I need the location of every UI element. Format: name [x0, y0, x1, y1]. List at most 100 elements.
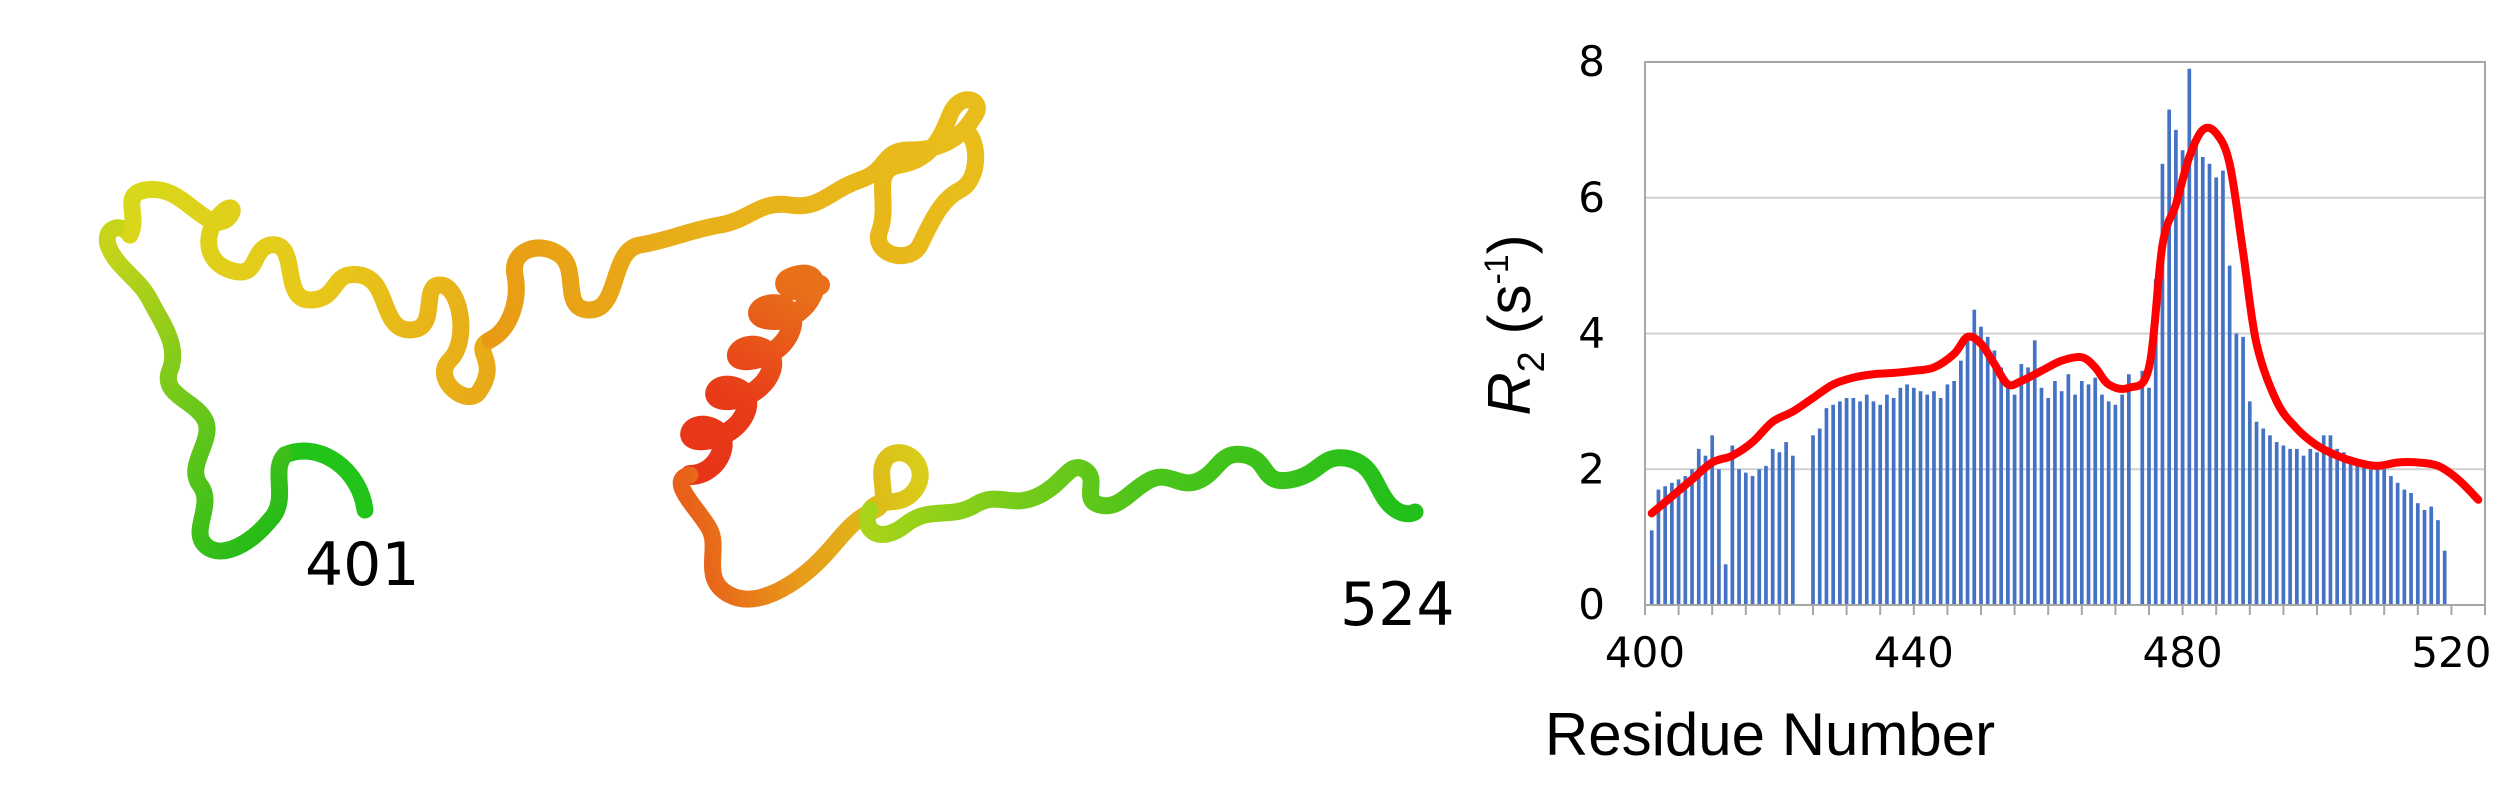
bar [2375, 462, 2380, 605]
bar [2241, 336, 2245, 605]
backbone-segment-5 [859, 445, 1424, 543]
bar [1952, 381, 1956, 605]
bar [2106, 401, 2111, 605]
bar [2442, 550, 2447, 605]
bar [2436, 520, 2440, 605]
bar [2227, 265, 2232, 605]
bar [2422, 509, 2427, 605]
bar [1676, 479, 1681, 605]
c-terminus-label: 524 [1340, 570, 1455, 640]
bar [2187, 68, 2192, 606]
x-tick-label: 520 [2411, 628, 2491, 677]
bar [1670, 482, 1674, 605]
bar [1878, 404, 1883, 605]
bar [2066, 374, 2071, 605]
bar [2073, 394, 2077, 605]
backbone-segment-1 [99, 219, 294, 560]
bar [2348, 459, 2353, 605]
bar [2409, 493, 2413, 605]
bar [1965, 340, 1970, 605]
bar [2328, 435, 2333, 605]
bar [1958, 360, 1963, 605]
bar [1871, 401, 1876, 605]
bar [1717, 469, 1721, 605]
bar [2113, 404, 2118, 605]
bar [1945, 384, 1950, 605]
bar [2059, 391, 2064, 605]
bar [2389, 476, 2393, 605]
bar [2120, 394, 2124, 605]
bar [1985, 336, 1990, 605]
bar [2126, 374, 2131, 605]
bar [1938, 397, 1943, 605]
bar [2362, 462, 2366, 605]
bar [2147, 387, 2151, 605]
bar [1710, 435, 1715, 605]
y-tick-label: 6 [1578, 173, 1605, 222]
bar [1932, 391, 1936, 605]
bar [2194, 136, 2198, 605]
bar [1690, 469, 1694, 605]
trend-line [1647, 123, 2483, 518]
bar [1831, 404, 1836, 605]
bar [2012, 394, 2017, 605]
x-tick-label: 440 [1874, 628, 1954, 677]
bar [1764, 465, 1768, 605]
y-axis-title: R2 (s-1) [1476, 234, 1553, 415]
bar [2019, 364, 2024, 605]
bar [1811, 435, 1815, 605]
bar [1750, 476, 1755, 605]
bar [1663, 486, 1668, 605]
bar [1696, 448, 1701, 605]
bar [1824, 408, 1829, 605]
bar [2221, 170, 2225, 605]
bar [2294, 448, 2299, 605]
bar [1656, 489, 1661, 605]
bar [2288, 448, 2292, 605]
bar [2261, 428, 2266, 605]
bar [1703, 455, 1708, 605]
bar-series [1649, 68, 2447, 606]
bar [2301, 455, 2306, 605]
bar [1770, 448, 1775, 605]
bar [2167, 109, 2172, 605]
bar [2268, 435, 2272, 605]
x-axis-ticks: 400 440 480 520 [1605, 605, 2491, 677]
bar [1737, 469, 1741, 605]
bar [1911, 387, 1916, 605]
bar [1885, 394, 1889, 605]
backbone-segment-3 [481, 91, 986, 349]
bar [2174, 129, 2178, 605]
x-tick-label: 480 [2143, 628, 2223, 677]
bar [1898, 387, 1903, 605]
bar [1999, 367, 2004, 605]
bar [1851, 397, 1856, 605]
bar [1743, 472, 1748, 605]
bar [2200, 157, 2205, 605]
bar [2026, 367, 2030, 605]
bar [1992, 350, 1997, 605]
bar [2006, 381, 2010, 605]
bar [1858, 401, 1862, 605]
x-tick-label: 400 [1605, 628, 1685, 677]
bar [2247, 401, 2252, 605]
y-tick-label: 0 [1578, 580, 1605, 629]
bar [1838, 401, 1842, 605]
bar [2153, 279, 2158, 605]
bar [1891, 397, 1896, 605]
bar [1918, 391, 1923, 605]
x-axis-title: Residue Number [1545, 701, 1995, 768]
bar [1790, 455, 1795, 605]
bar [2342, 452, 2346, 605]
n-terminus-segment [276, 442, 374, 519]
bar [1649, 530, 1654, 605]
plot-frame [1644, 61, 2486, 606]
bar [2046, 397, 2051, 605]
n-terminus-label: 401 [305, 530, 420, 600]
bar [2160, 163, 2165, 605]
bar [1683, 476, 1688, 605]
backbone-segment-2 [121, 180, 499, 405]
bar [2032, 340, 2037, 605]
